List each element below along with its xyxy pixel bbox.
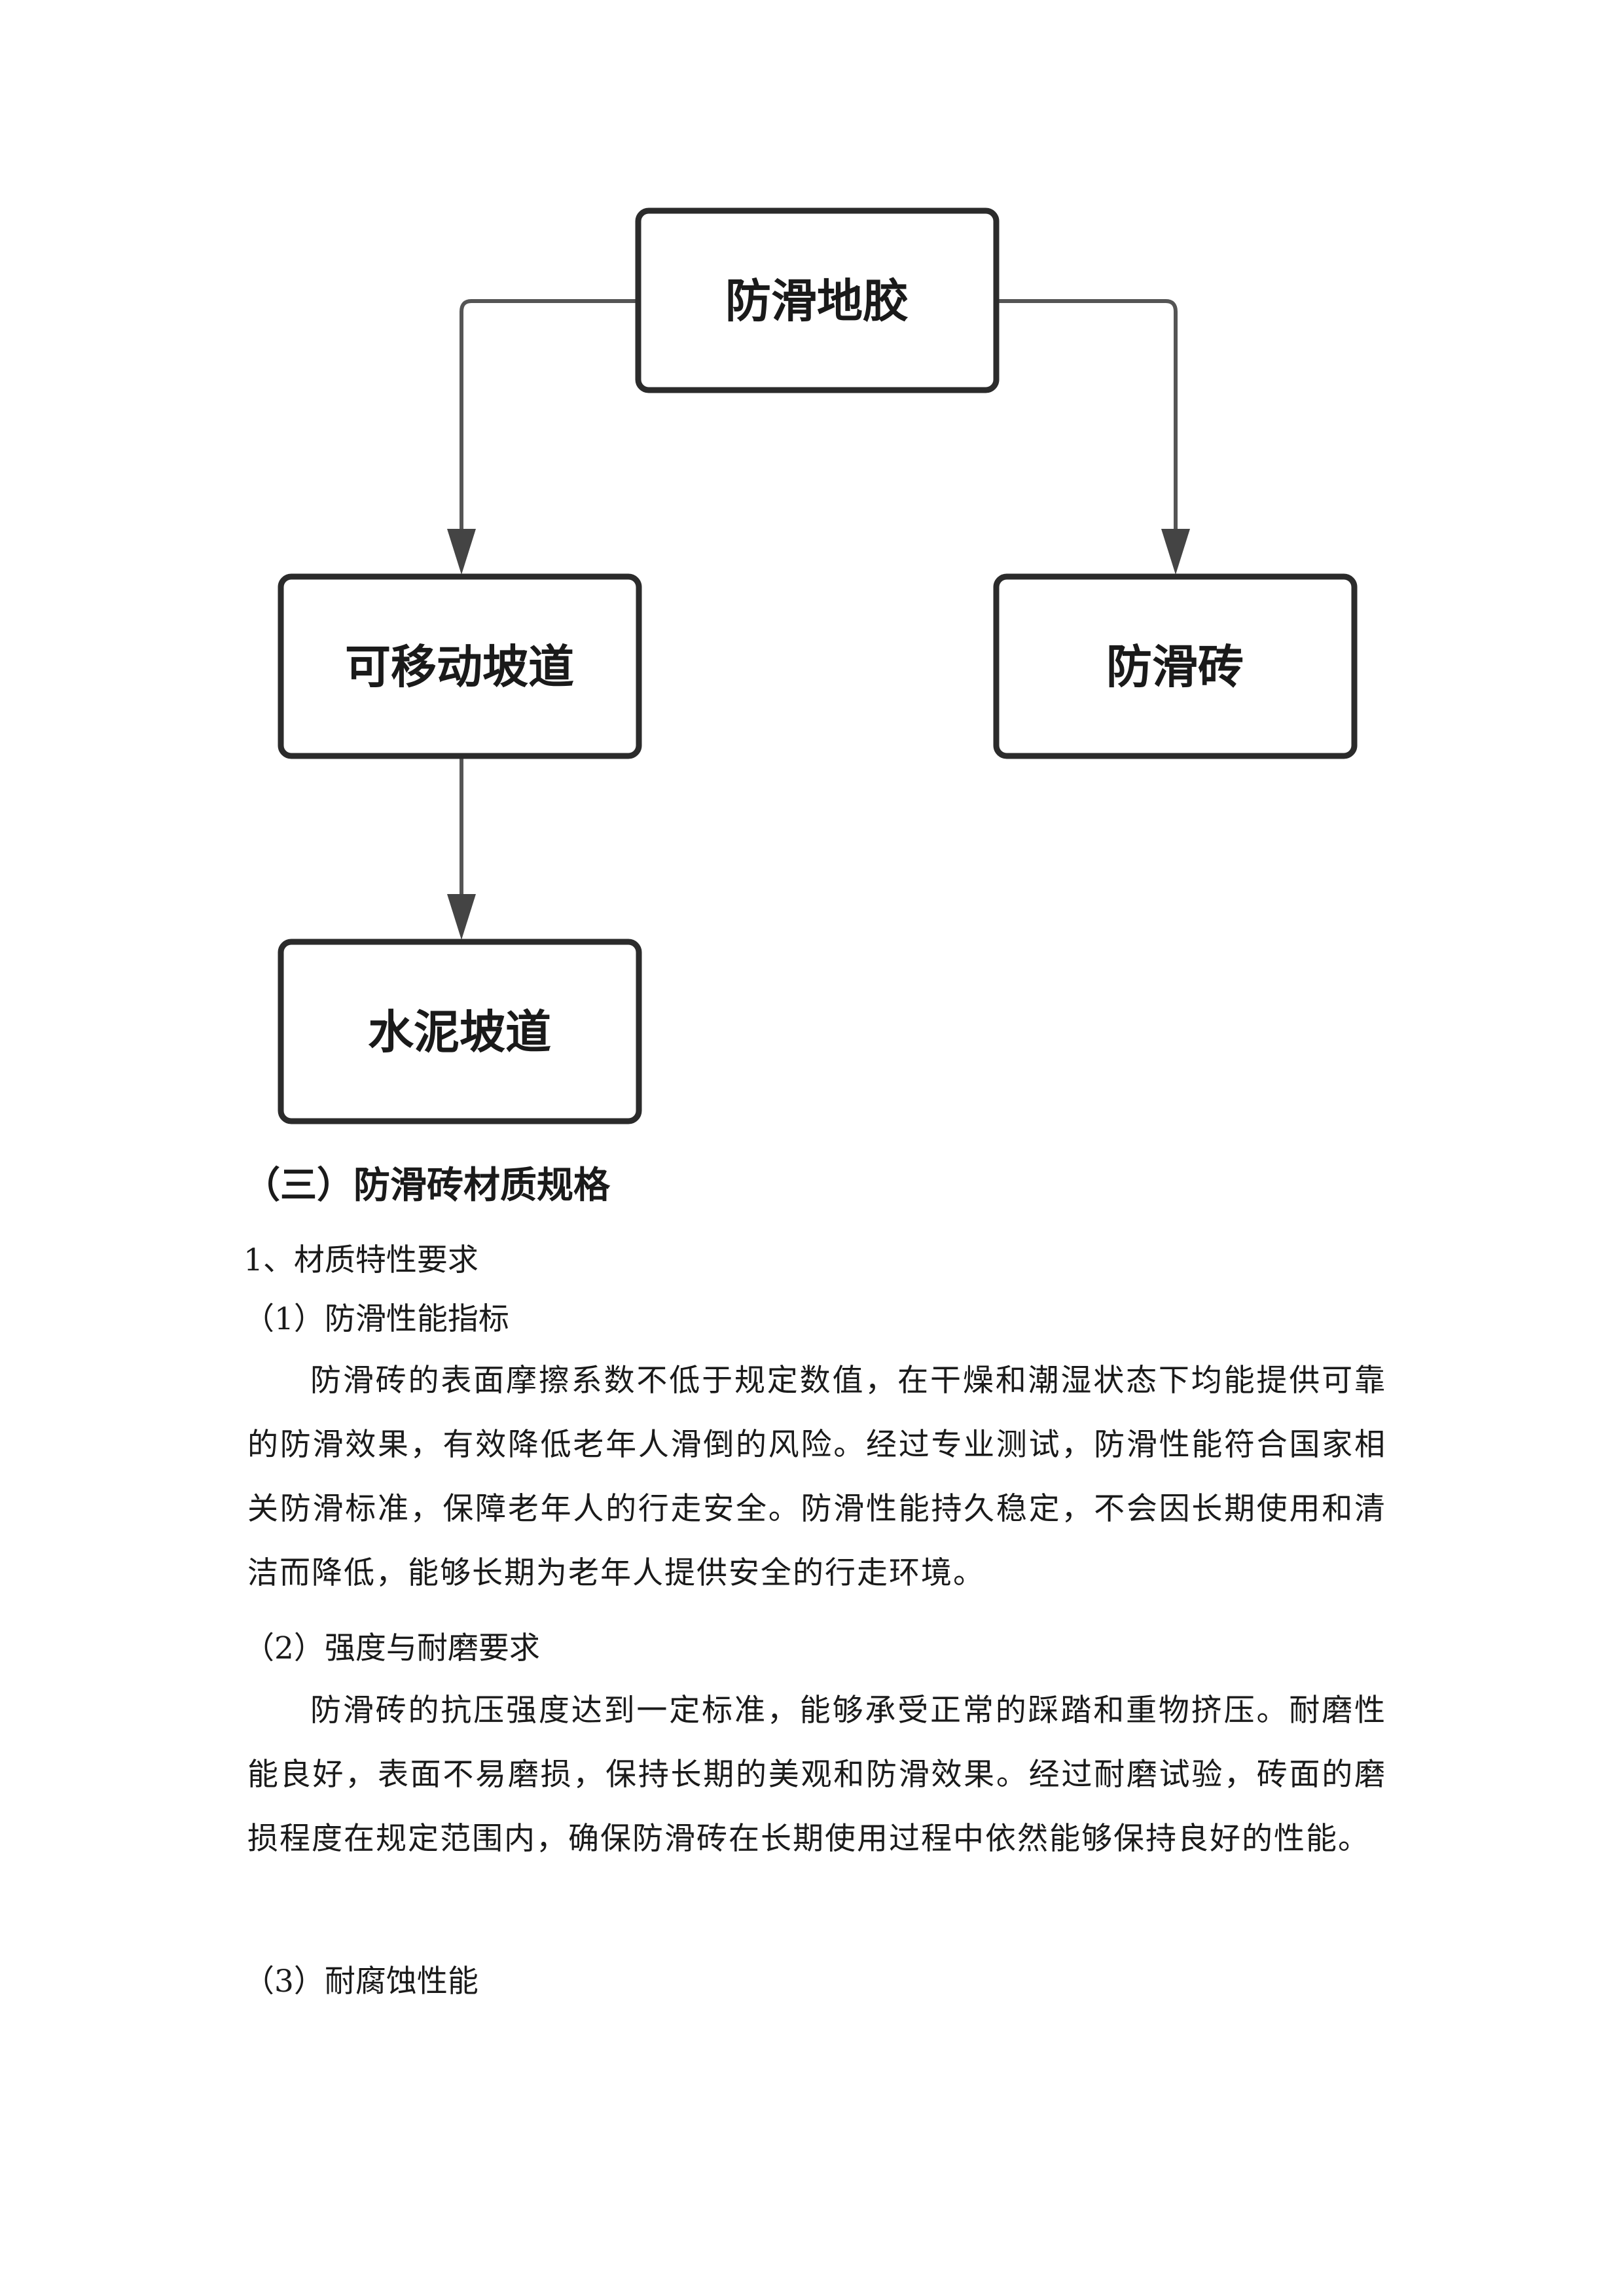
- arrowhead-left: [447, 529, 476, 575]
- subsection-heading: 1、材质特性要求: [244, 1242, 478, 1278]
- connector-root-to-left: [460, 299, 638, 530]
- node-left-label: 可移动坡道: [345, 640, 574, 694]
- section-heading: （三）防滑砖材质规格: [244, 1164, 610, 1207]
- item-1-body: 防滑砖的表面摩擦系数不低于规定数值，在干燥和潮湿状态下均能提供可靠的防滑效果，有…: [247, 1363, 1386, 1591]
- flowchart: 防滑地胶 可移动坡道 防滑砖 水泥坡道: [278, 207, 1358, 1124]
- node-root-label: 防滑地胶: [725, 274, 909, 328]
- arrowhead-bottom: [447, 894, 476, 940]
- item-2-title: （2）强度与耐磨要求: [244, 1630, 540, 1666]
- item-1-title: （1）防滑性能指标: [244, 1301, 509, 1337]
- node-right: 防滑砖: [993, 573, 1358, 759]
- node-bottom-label: 水泥坡道: [368, 1005, 551, 1059]
- arrowhead-right: [1161, 529, 1190, 575]
- connector-root-to-right: [996, 299, 1178, 530]
- node-root: 防滑地胶: [635, 207, 1000, 393]
- node-bottom: 水泥坡道: [278, 939, 642, 1124]
- item-2-body: 防滑砖的抗压强度达到一定标准，能够承受正常的踩踏和重物挤压。耐磨性能良好，表面不…: [247, 1693, 1386, 1857]
- item-3-title: （3）耐腐蚀性能: [244, 1964, 478, 2000]
- node-right-label: 防滑砖: [1106, 640, 1244, 694]
- node-left: 可移动坡道: [278, 573, 642, 759]
